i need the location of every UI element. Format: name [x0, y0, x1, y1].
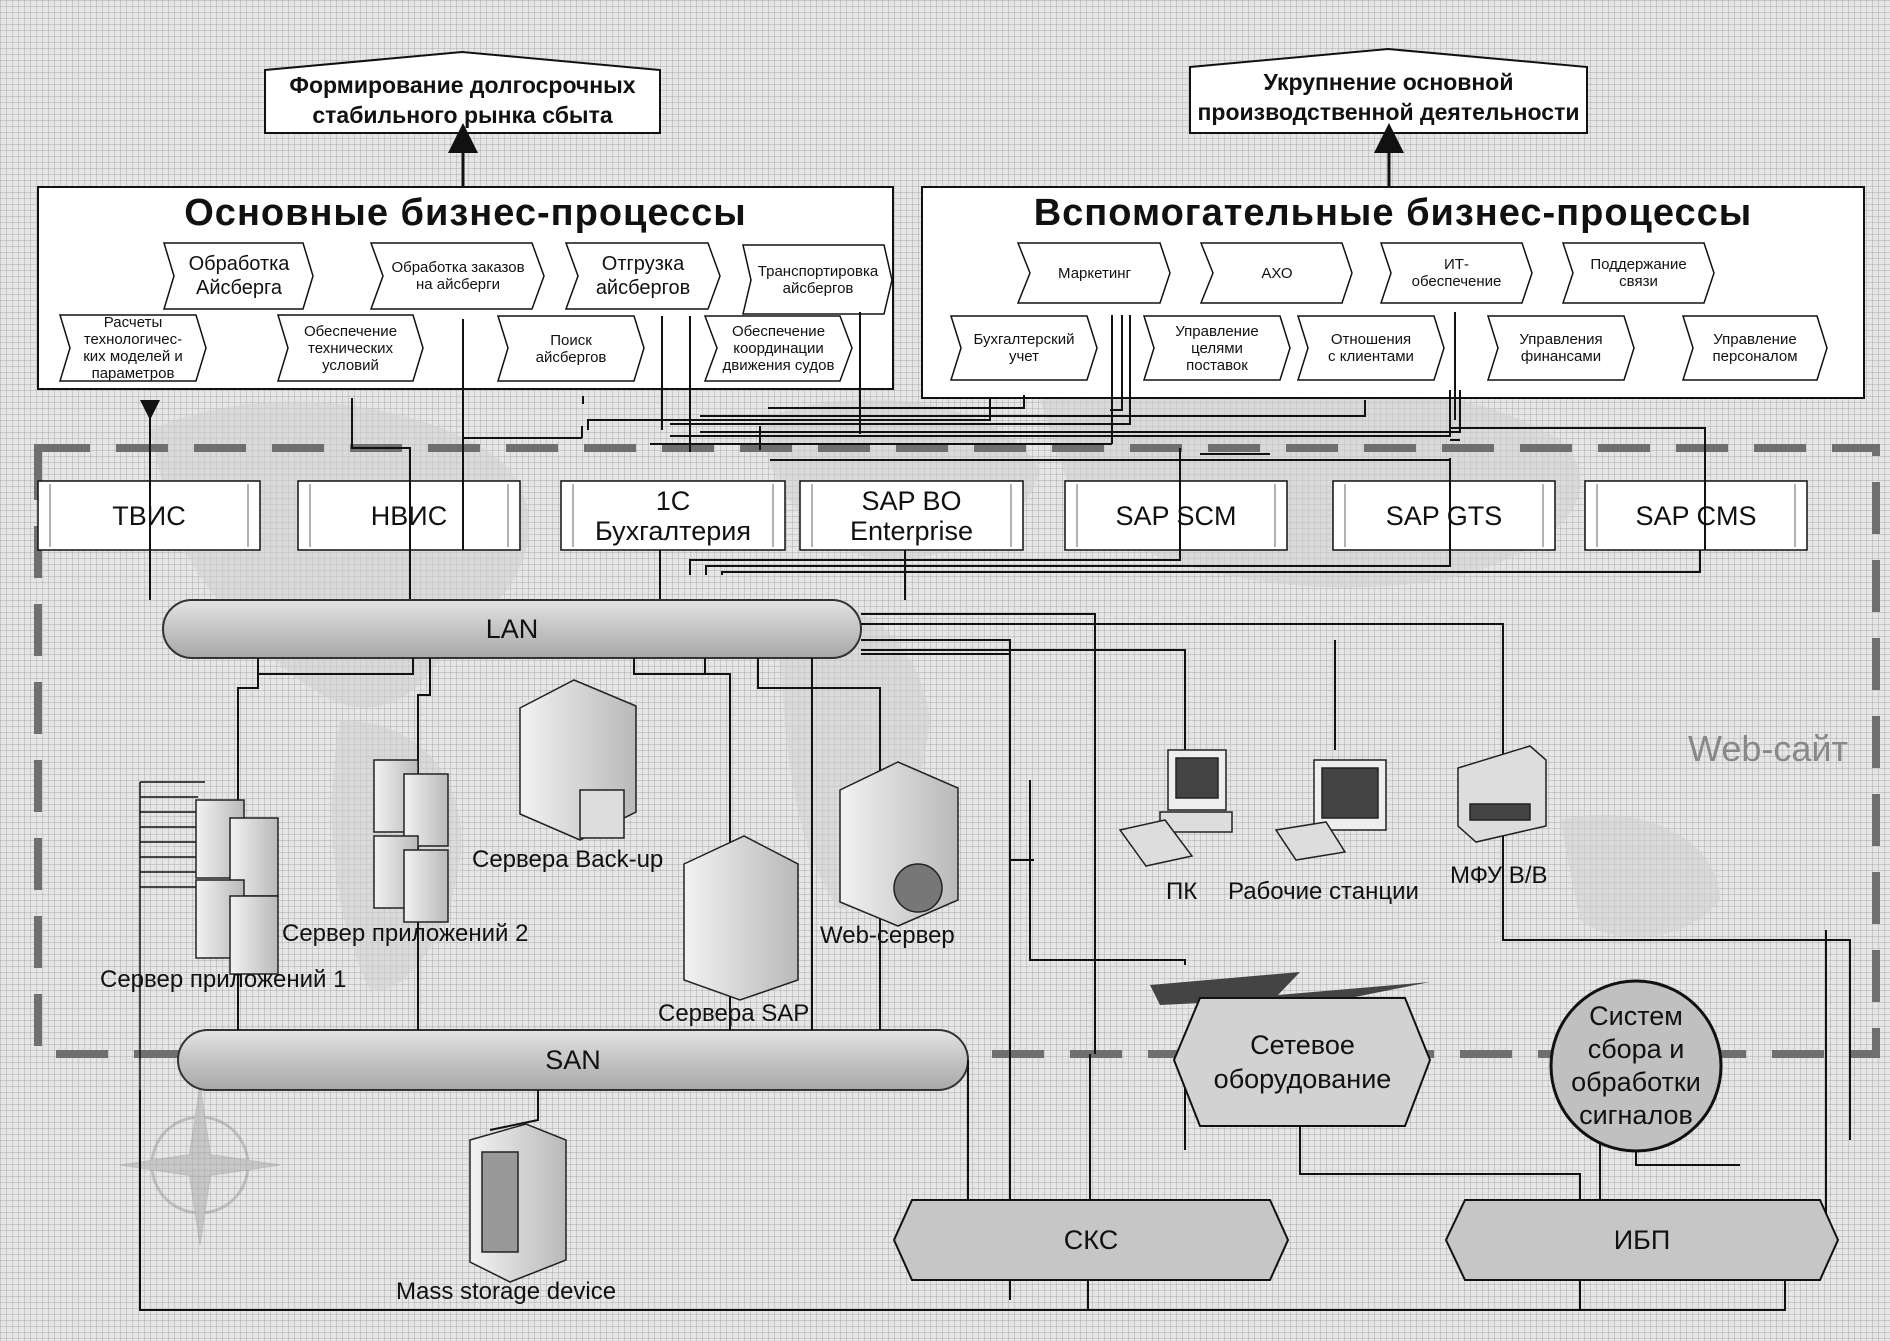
process-aho[interactable]: АХО [1261, 264, 1293, 282]
process-model-calculation[interactable]: Расчеты технологичес- ких моделей и пара… [83, 314, 183, 382]
pc-label: ПК [1166, 878, 1198, 905]
main-processes-title: Основные бизнес-процессы [184, 192, 747, 234]
sap-servers-icon [683, 835, 799, 1001]
lan-bus-label[interactable]: LAN [485, 613, 539, 644]
goal-core-production: Укрупнение основной производственной дея… [1197, 69, 1580, 125]
process-accounting[interactable]: Бухгалтерский учет [973, 331, 1075, 365]
sks-shape [892, 1199, 1290, 1281]
lan-bus-shape [162, 599, 862, 659]
mfu-icon [1457, 745, 1547, 843]
process-iceberg-transport[interactable]: Транспортировка айсбергов [757, 262, 879, 297]
mass-storage-label: Mass storage device [396, 1278, 617, 1305]
ibp-shape [1444, 1199, 1840, 1281]
process-finance[interactable]: Управления финансами [1519, 331, 1603, 365]
system-tvis[interactable]: ТВИС [112, 500, 186, 531]
signal-system-shape [1549, 979, 1723, 1153]
system-1c-accounting[interactable]: 1С Бухгалтерия [595, 485, 751, 546]
ibp-label: ИБП [1613, 1225, 1671, 1255]
app-server-2-label: Сервер приложений 2 [282, 920, 529, 947]
process-communications[interactable]: Поддержание связи [1590, 256, 1687, 290]
backup-servers-icon [519, 679, 637, 841]
process-marketing[interactable]: Маркетинг [1058, 264, 1131, 282]
system-sap-bo[interactable]: SAP BO Enterprise [849, 485, 974, 546]
goal-long-term-market: Формирование долгосрочных стабильного ры… [289, 72, 636, 128]
compass-icon [119, 1084, 281, 1246]
san-bus-label[interactable]: SAN [545, 1044, 601, 1075]
process-order-processing[interactable]: Обработка заказов на айсберги [391, 259, 525, 293]
sap-servers-label: Сервера SAP [658, 1000, 810, 1027]
web-server-icon [839, 761, 959, 927]
process-supply-goals[interactable]: Управление целями поставок [1175, 322, 1259, 374]
app-server-1-icon [195, 799, 279, 975]
signal-system-label: Систем сбора и обработки сигналов [1571, 1001, 1701, 1130]
support-processes-title: Вспомогательные бизнес-процессы [1033, 192, 1753, 234]
web-site-label: Web-сайт [1688, 728, 1848, 769]
workstations-label: Рабочие станции [1228, 878, 1419, 905]
pc-icon [1118, 749, 1233, 867]
system-nvis[interactable]: НВИС [370, 500, 448, 531]
network-equipment-shape [1172, 997, 1432, 1127]
process-iceberg-search[interactable]: Поиск айсбергов [535, 331, 607, 366]
backup-servers-label: Сервера Back-up [472, 846, 664, 873]
process-iceberg-processing[interactable]: Обработка Айсберга [188, 253, 290, 299]
process-personnel[interactable]: Управление персоналом [1712, 331, 1798, 365]
workstation-icon [1274, 759, 1387, 861]
system-sap-cms[interactable]: SAP CMS [1635, 500, 1757, 531]
mass-storage-icon [469, 1123, 567, 1283]
process-customer-relations[interactable]: Отношения с клиентами [1328, 331, 1414, 365]
app-server-1-label: Сервер приложений 1 [100, 966, 347, 993]
system-sap-scm[interactable]: SAP SCM [1115, 500, 1237, 531]
web-server-label: Web-сервер [820, 922, 955, 949]
process-vessel-coordination[interactable]: Обеспечение координации движения судов [722, 323, 835, 374]
process-iceberg-shipment[interactable]: Отгрузка айсбергов [595, 253, 691, 299]
process-technical-conditions[interactable]: Обеспечение технических условий [303, 322, 398, 374]
goal-box-left [264, 50, 661, 134]
network-equipment-label: Сетевое оборудование [1213, 1030, 1392, 1094]
goal-box-right [1189, 47, 1588, 134]
app-server-2-icon [373, 759, 449, 923]
system-sap-gts[interactable]: SAP GTS [1385, 500, 1503, 531]
sks-label: СКС [1063, 1225, 1119, 1255]
process-it-support[interactable]: ИТ- обеспечение [1411, 256, 1502, 290]
mfu-label: МФУ В/В [1450, 862, 1548, 889]
